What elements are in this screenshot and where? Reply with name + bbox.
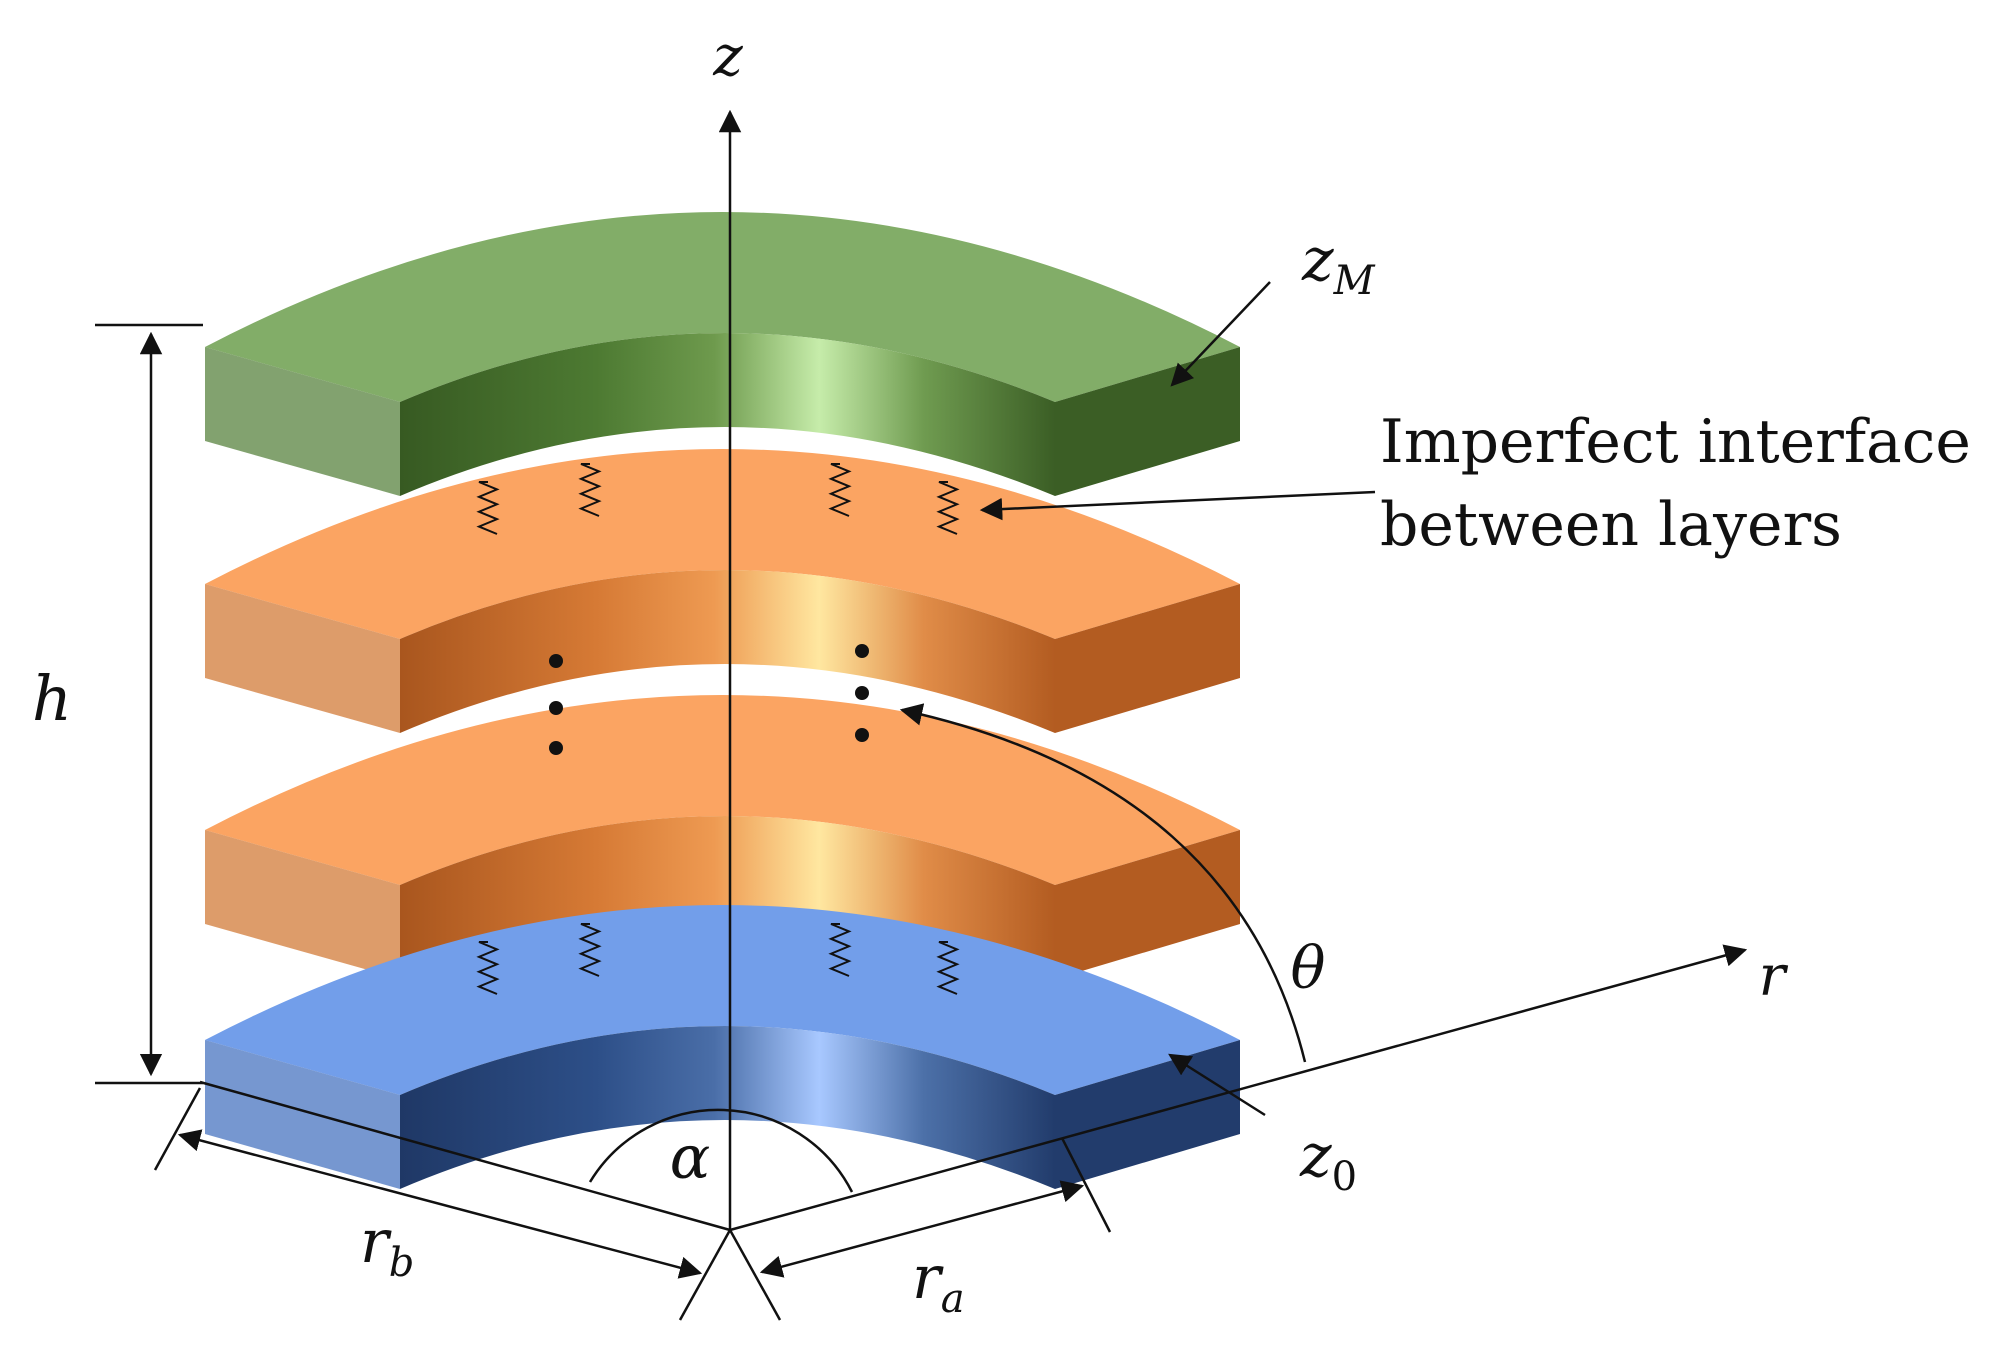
ra-ext-apex (728, 1229, 782, 1321)
orange-layer-lower (205, 695, 1240, 979)
alpha-label: α (670, 1123, 711, 1193)
theta-arrow (899, 703, 1307, 1063)
zM-label: zM (1301, 225, 1376, 304)
bottom-layer (205, 905, 1240, 1189)
layer-top-surface (205, 905, 1240, 1095)
layer-left-face (205, 584, 400, 733)
dot (855, 728, 869, 742)
layer-stack (205, 212, 1240, 1189)
interface-springs (476, 463, 960, 995)
h-dimension (95, 323, 203, 1085)
layer-inner-face (400, 570, 1055, 733)
layer-left-shade (205, 584, 400, 733)
top-layer (205, 212, 1240, 496)
h-label: h (32, 662, 72, 735)
layer-top-surface (205, 449, 1240, 639)
continuation-dots (549, 644, 869, 755)
ra-label: ra (912, 1243, 965, 1322)
ra-subscript: a (941, 1276, 965, 1322)
interface-label-line1: Imperfect interface (1380, 407, 1971, 477)
rb-arrow-line (177, 1129, 703, 1279)
spring-icon (828, 923, 852, 977)
layer-left-shade (205, 830, 400, 979)
dot (855, 644, 869, 658)
spring-icon (476, 481, 500, 535)
rb-subscript: b (389, 1240, 415, 1286)
spring-icon (476, 941, 500, 995)
theta-label: θ (1291, 934, 1326, 1002)
layer-inner-face (400, 333, 1055, 496)
z0-subscript: 0 (1332, 1154, 1357, 1200)
zM-pointer-arrow (1170, 281, 1271, 387)
dot (549, 741, 563, 755)
layer-top-surface (205, 212, 1240, 402)
rb-dimension (153, 1087, 732, 1321)
ra-arrow-line (759, 1180, 1085, 1278)
layer-left-face (205, 830, 400, 979)
z0-label: z0 (1299, 1121, 1357, 1200)
spring-icon (578, 923, 602, 977)
z0-base: z (1299, 1121, 1332, 1191)
layer-left-face (205, 347, 400, 496)
interface-label-line2: between layers (1380, 490, 1842, 560)
spring-icon (936, 481, 960, 535)
orange-layer-upper (205, 449, 1240, 733)
spring-icon (578, 463, 602, 517)
ra-base: r (912, 1243, 944, 1313)
rb-ext-left (153, 1087, 202, 1171)
zM-base: z (1301, 225, 1334, 295)
dot (549, 654, 563, 668)
layer-top-surface (205, 695, 1240, 885)
dot (549, 701, 563, 715)
layer-left-shade (205, 347, 400, 496)
rb-ext-apex (678, 1229, 732, 1321)
ra-ext-right (1060, 1137, 1112, 1233)
z-axis-label: z (712, 24, 743, 89)
ra-dimension (728, 1137, 1112, 1321)
rb-base: r (360, 1207, 392, 1277)
rb-label: rb (360, 1207, 414, 1286)
spring-icon (828, 463, 852, 517)
spring-icon (936, 941, 960, 995)
z0-pointer-arrow (1168, 1053, 1266, 1117)
layer-inner-face (400, 1026, 1055, 1189)
r-axis-label: r (1759, 944, 1789, 1009)
layer-inner-face (400, 816, 1055, 979)
layer-right-face (1055, 584, 1240, 733)
zM-subscript: M (1333, 258, 1376, 304)
dot (855, 686, 869, 700)
interface-pointer-arrow (979, 490, 1376, 521)
layer-right-face (1055, 830, 1240, 979)
